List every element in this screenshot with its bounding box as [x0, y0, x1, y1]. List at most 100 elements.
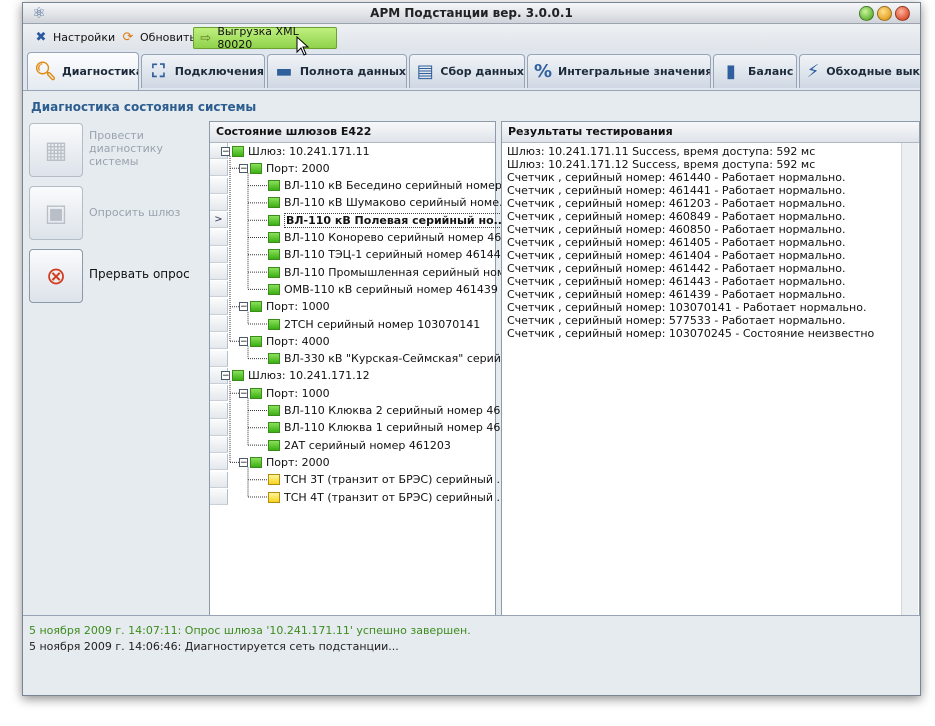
row-header[interactable]: [210, 281, 228, 298]
poll-gateway-button[interactable]: ▣: [29, 186, 83, 240]
result-line: Счетчик , серийный номер: 103070245 - Со…: [507, 327, 875, 340]
meter-node[interactable]: 2АТ серийный номер 461203: [268, 437, 451, 453]
tree-node-label: ВЛ-330 кВ "Курская-Сеймская" серий...: [284, 352, 512, 366]
title-bar[interactable]: ⚛ АРМ Подстанции вер. 3.0.0.1: [23, 3, 920, 24]
tab-label: Баланс: [748, 65, 794, 78]
collapse-icon[interactable]: −: [239, 388, 248, 399]
row-header[interactable]: [210, 194, 228, 211]
gateway-node[interactable]: − Шлюз: 10.241.171.12: [221, 368, 370, 384]
meter-node[interactable]: ВЛ-330 кВ "Курская-Сеймская" серий...: [268, 351, 511, 367]
collapse-icon[interactable]: −: [221, 146, 230, 157]
export-xml-button[interactable]: ⇨ Выгрузка XML 80020: [193, 25, 337, 51]
row-header[interactable]: [210, 160, 228, 177]
tree-node-label: 2АТ серийный номер 461203: [284, 438, 451, 452]
tab-diagnostics[interactable]: 🔍︎ Диагностика: [27, 52, 139, 90]
meter-node[interactable]: ТСН 3Т (транзит от БРЭС) серийный ...: [268, 472, 507, 488]
tab-balance[interactable]: ▮ Баланс: [713, 54, 797, 88]
window-title: АРМ Подстанции вер. 3.0.0.1: [370, 6, 573, 20]
status-ok-icon: [268, 249, 280, 261]
tree-node-label: ОМВ-110 кВ серийный номер 461439: [284, 282, 498, 296]
collapse-icon[interactable]: −: [221, 371, 230, 382]
bar-chart-icon: ▮: [726, 61, 736, 82]
meter-node[interactable]: ВЛ-110 кВ Беседино серийный номер...: [268, 178, 512, 194]
meter-node[interactable]: ВЛ-110 Клюква 1 серийный номер 46...: [268, 420, 511, 436]
gateway-refresh-icon: ▣: [44, 199, 68, 227]
row-header[interactable]: [210, 246, 228, 263]
port-node[interactable]: −Порт: 1000: [239, 299, 330, 315]
collapse-icon[interactable]: −: [239, 336, 248, 347]
row-header[interactable]: [210, 316, 228, 332]
tab-bypass[interactable]: ⚡ Обходные вык: [799, 54, 920, 88]
port-node[interactable]: − Порт: 4000: [239, 333, 330, 349]
status-ok-icon: [250, 301, 262, 313]
row-header[interactable]: [210, 298, 228, 315]
results-list: Шлюз: 10.241.171.11 Success, время досту…: [507, 145, 874, 340]
tree-node-label: ВЛ-110 Конорево серийный номер 46...: [284, 231, 512, 244]
data-collect-icon: ▤: [416, 61, 434, 82]
percent-icon: %: [534, 61, 553, 82]
meter-node[interactable]: ТСН 4Т (транзит от БРЭС) серийный ...: [268, 489, 507, 505]
gateway-node[interactable]: − Шлюз: 10.241.171.11: [221, 143, 370, 159]
status-ok-icon: [250, 162, 262, 174]
meter-node[interactable]: ВЛ-110 кВ Шумаково серийный номе...: [268, 195, 509, 211]
minimize-button[interactable]: [859, 6, 874, 21]
meter-node[interactable]: ВЛ-110 Клюква 2 серийный номер 46...: [268, 403, 511, 419]
diagnostics-page: Диагностика состояния системы ▦ Провести…: [23, 90, 920, 631]
row-header[interactable]: [210, 471, 228, 488]
result-line: Счетчик , серийный номер: 461441 - Работ…: [507, 184, 846, 197]
port-node[interactable]: −Порт: 1000: [239, 385, 330, 401]
row-header[interactable]: [210, 177, 228, 194]
tab-connections[interactable]: ⛶ Подключения: [141, 54, 265, 88]
result-line: Счетчик , серийный номер: 103070141 - Ра…: [507, 301, 867, 314]
row-header[interactable]: [210, 402, 228, 419]
port-node[interactable]: −Порт: 2000: [239, 454, 330, 470]
meter-node[interactable]: ВЛ-110 ТЭЦ-1 серийный номер 461442: [268, 247, 508, 263]
tree-node-label: ТСН 4Т (транзит от БРЭС) серийный ...: [284, 490, 507, 504]
result-line: Счетчик , серийный номер: 460850 - Работ…: [507, 223, 846, 236]
results-panel: Результаты тестирования Шлюз: 10.241.171…: [501, 121, 920, 631]
meter-node[interactable]: 2ТСН серийный номер 103070141: [268, 316, 480, 332]
row-header[interactable]: [210, 350, 228, 367]
meter-node[interactable]: ВЛ-110 Промышленная серийный ном...: [268, 264, 516, 280]
settings-button[interactable]: ✖ Настройки: [29, 27, 119, 47]
status-ok-icon: [268, 266, 280, 278]
refresh-button[interactable]: ⟳ Обновить: [116, 27, 200, 47]
stop-poll-label: Прервать опрос: [89, 267, 190, 281]
stop-poll-button[interactable]: ⊗: [29, 249, 83, 303]
maximize-button[interactable]: [877, 6, 892, 21]
tree-node-label: ВЛ-110 Промышленная серийный ном...: [284, 265, 516, 279]
tab-data-collection[interactable]: ▤ Сбор данных: [409, 54, 525, 88]
results-scrollbar[interactable]: [901, 143, 918, 616]
tree-node-label: Шлюз: 10.241.171.12: [248, 369, 370, 383]
port-node[interactable]: −Порт: 2000: [239, 160, 330, 176]
tree-node-label: Шлюз: 10.241.171.11: [248, 144, 370, 158]
row-header[interactable]: [210, 489, 228, 505]
gateway-tree-panel: Состояние шлюзов Е422 > −Шлюз: 10.241.17…: [209, 121, 516, 631]
meter-node[interactable]: ВЛ-110 кВ Полевая серийный но...: [268, 212, 509, 228]
arrow-right-icon: ⇨: [200, 30, 212, 46]
row-header[interactable]: [210, 419, 228, 436]
row-header[interactable]: [210, 264, 228, 281]
collapse-icon[interactable]: −: [239, 302, 248, 313]
export-xml-label: Выгрузка XML 80020: [217, 25, 299, 51]
tab-label: Подключения: [174, 65, 264, 78]
status-ok-icon: [268, 214, 280, 226]
row-header[interactable]: [210, 437, 228, 454]
status-ok-icon: [268, 283, 280, 295]
row-header[interactable]: [210, 229, 228, 246]
close-button[interactable]: [895, 6, 910, 21]
collapse-icon[interactable]: −: [239, 163, 248, 174]
run-diagnostics-button[interactable]: ▦: [29, 123, 83, 177]
status-ok-icon: [268, 353, 280, 365]
row-header[interactable]: [210, 333, 228, 350]
row-header[interactable]: [210, 454, 228, 471]
meter-node[interactable]: ВЛ-110 Конорево серийный номер 46...: [268, 230, 512, 246]
tab-integral-values[interactable]: % Интегральные значения: [527, 54, 711, 88]
row-header[interactable]: >: [210, 212, 228, 229]
status-ok-icon: [268, 197, 280, 209]
row-header[interactable]: [210, 385, 228, 402]
tree-node-label: Порт: 4000: [266, 334, 330, 348]
meter-node[interactable]: ОМВ-110 кВ серийный номер 461439: [268, 281, 498, 297]
tab-data-completeness[interactable]: ▬ Полнота данных: [267, 54, 407, 88]
collapse-icon[interactable]: −: [239, 457, 248, 468]
